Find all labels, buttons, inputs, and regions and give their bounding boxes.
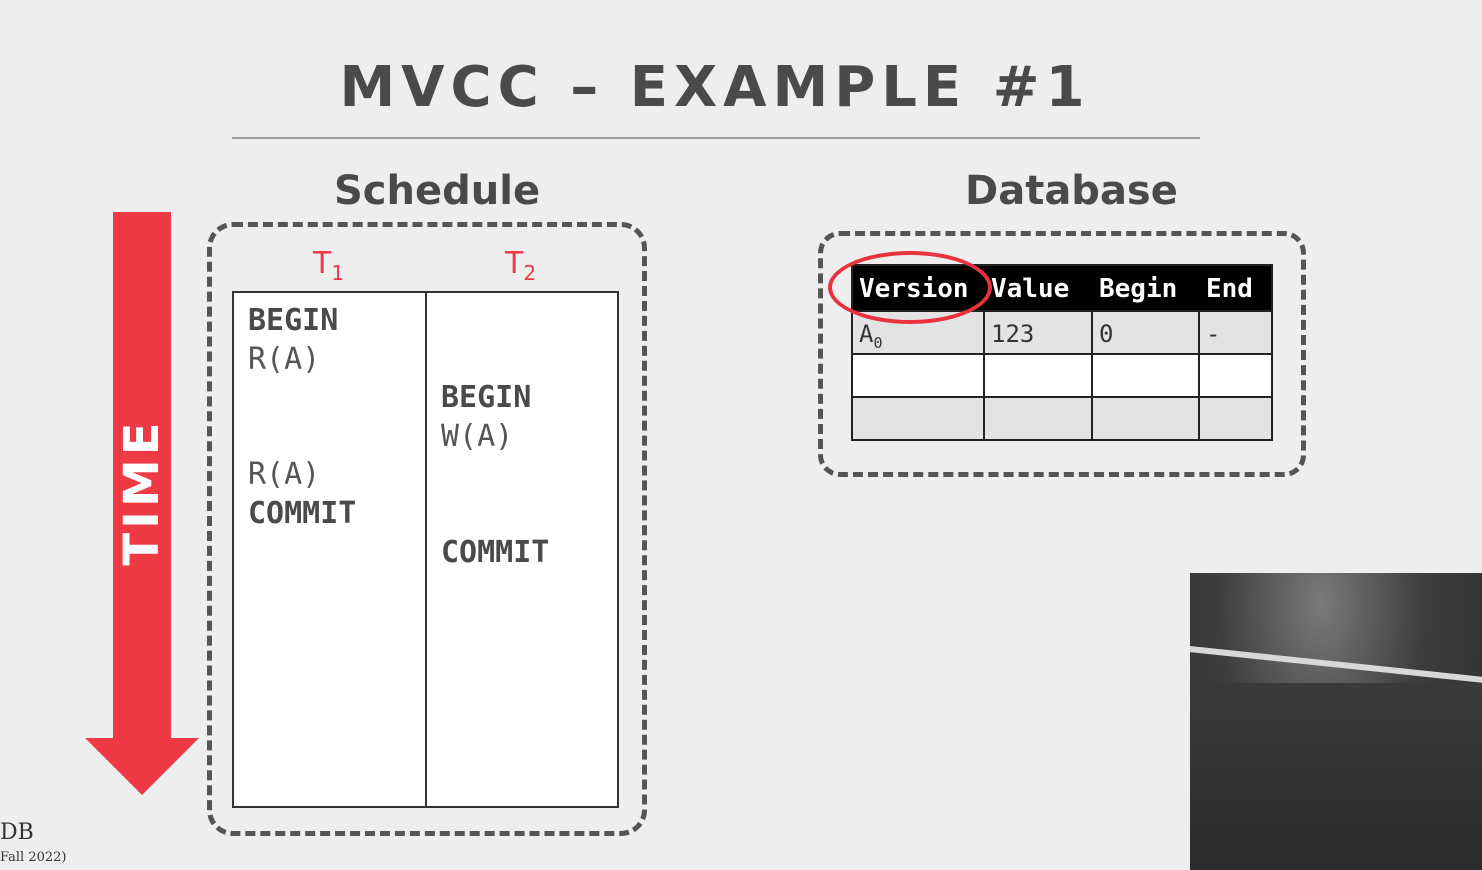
column-header-version: Version	[853, 266, 985, 310]
time-arrow-shaft	[113, 212, 171, 742]
version-table: Version Value Begin End A0 123 0 -	[851, 264, 1273, 441]
footer-term: Fall 2022)	[0, 850, 67, 865]
time-label: TIME	[114, 418, 170, 566]
t1-op-read: R(A)	[248, 342, 321, 377]
schedule-heading: Schedule	[334, 168, 541, 214]
t2-op-begin: BEGIN	[441, 380, 532, 415]
time-arrow: TIME	[85, 212, 200, 797]
cell-value: 123	[985, 310, 1093, 353]
cell-begin	[1093, 396, 1200, 439]
footer-logo: DB	[0, 820, 34, 845]
cell-value	[985, 353, 1093, 396]
video-inset	[1190, 573, 1482, 870]
t1-op-commit: COMMIT	[248, 496, 357, 531]
cell-value	[985, 396, 1093, 439]
cell-end: -	[1200, 310, 1271, 353]
t2-op-write: W(A)	[441, 419, 514, 454]
column-header-begin: Begin	[1093, 266, 1200, 310]
t2-op-commit: COMMIT	[441, 535, 550, 570]
cell-begin	[1093, 353, 1200, 396]
column-header-end: End	[1200, 266, 1271, 310]
time-arrow-head	[85, 738, 199, 795]
cell-version: A0	[853, 310, 985, 353]
video-background	[1190, 683, 1482, 870]
cell-end	[1200, 396, 1271, 439]
schedule-column-divider	[425, 293, 427, 806]
database-container	[818, 231, 1306, 477]
video-beam	[1190, 645, 1482, 685]
schedule-container	[207, 222, 647, 836]
t2-header: T2	[505, 246, 537, 285]
title-divider	[232, 137, 1200, 139]
cell-version	[853, 396, 985, 439]
t1-op-begin: BEGIN	[248, 303, 339, 338]
t1-header: T1	[313, 246, 345, 285]
database-heading: Database	[965, 168, 1178, 214]
schedule-table	[232, 291, 619, 808]
cell-begin: 0	[1093, 310, 1200, 353]
column-header-value: Value	[985, 266, 1093, 310]
cell-version	[853, 353, 985, 396]
t1-op-read: R(A)	[248, 457, 321, 492]
cell-end	[1200, 353, 1271, 396]
slide-title: MVCC – EXAMPLE #1	[339, 55, 1091, 120]
